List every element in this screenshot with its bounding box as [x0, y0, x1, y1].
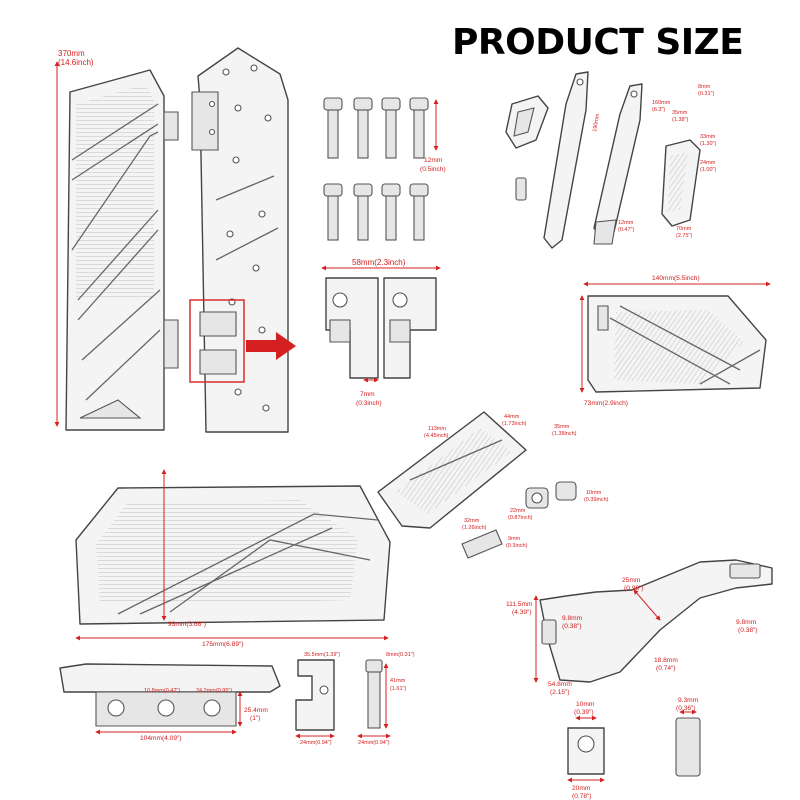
dim-33-inch-label: (1.30") — [700, 141, 716, 147]
dim-25-label: 25mm — [622, 577, 641, 584]
dim-548-label: 54.8mm — [548, 681, 572, 688]
dim-24b-label: 24mm(0.94") — [358, 740, 390, 746]
zoom-arrow-icon — [246, 332, 296, 360]
dim-7-inch-label: (0.3inch) — [356, 400, 382, 407]
dim-98a-inch-label: (0.38") — [562, 623, 582, 630]
floorboard-side-profile — [59, 663, 281, 727]
dim-1115-inch-label: (4.39") — [512, 609, 532, 616]
dim-24-label: 24mm — [700, 160, 716, 166]
dim-98b-label: 9.8mm — [736, 619, 757, 626]
bolt-set — [323, 97, 429, 241]
dim-93-label: 93mm(3.66") — [168, 621, 206, 628]
dim-73-label: 73mm(2.9inch) — [584, 400, 628, 407]
dim-9-inch-label: (0.3inch) — [506, 543, 528, 549]
dim-113-label: 113mm — [428, 426, 446, 432]
pin-bolt — [365, 659, 383, 729]
dim-188-label: 18.8mm — [654, 657, 678, 664]
dim-35-label: 35mm — [672, 110, 688, 116]
dim-98a-label: 9.8mm — [562, 615, 583, 622]
dim-10s-inch-label: (0.39inch) — [584, 497, 609, 503]
dim-8-label: 8mm — [698, 84, 711, 90]
dim-41-label: 41mm — [390, 678, 406, 684]
dim-22-label: 22mm — [510, 508, 526, 514]
dim-35b-label: 35mm — [554, 424, 570, 430]
floorboard-long-top-view — [65, 69, 179, 431]
dim-25-line — [633, 589, 661, 621]
hinge-clamp — [325, 277, 437, 379]
dim-10-label: 10mm — [576, 701, 595, 708]
dim-10s-label: 10mm — [586, 490, 602, 496]
dim-8b-label: 8mm(0.31") — [386, 652, 415, 658]
dim-190-label: 190mm — [592, 113, 601, 133]
dim-160-label: 160mm — [652, 100, 671, 106]
dim-1115-label: 111.5mm — [506, 601, 533, 608]
dim-12-label: 12mm — [424, 157, 443, 164]
dim-10-inch-label: (0.39") — [574, 709, 594, 716]
dim-160-inch-label: (6.3") — [652, 107, 665, 113]
heel-shifter-arm — [539, 559, 773, 683]
dim-41-inch-label: (1.61") — [390, 686, 406, 692]
footpeg-assembly — [377, 411, 577, 559]
dim-254-inch-label: (1") — [250, 715, 260, 722]
dim-175-label: 175mm(6.89") — [202, 641, 244, 648]
dim-70-label: 70mm — [676, 226, 692, 232]
dim-12s-inch-label: (0.47") — [618, 227, 634, 233]
dim-254-label: 25.4mm — [244, 707, 268, 714]
dim-12s-label: 12mm — [618, 220, 634, 226]
dim-35-5-label: 35.5mm(1.39") — [304, 652, 340, 658]
dim-9-label: 9mm — [508, 536, 521, 542]
dim-98b-inch-label: (0.38") — [738, 627, 758, 634]
page-title: PRODUCT SIZE — [452, 22, 744, 63]
dim-24a-label: 24mm(0.94") — [300, 740, 332, 746]
dim-35b-inch-label: (1.38inch) — [552, 431, 577, 437]
dim-188-inch-label: (0.74") — [656, 665, 676, 672]
floorboard-short — [587, 295, 767, 393]
dim-113-inch-label: (4.45inch) — [424, 433, 449, 439]
dim-32-label: 32mm — [464, 518, 480, 524]
knurled-pin — [675, 717, 701, 777]
dim-44-inch-label: (1.73inch) — [502, 421, 527, 427]
dim-140-label: 140mm(5.5inch) — [652, 275, 700, 282]
dim-70-inch-label: (2.75") — [676, 233, 692, 239]
dim-7-label: 7mm — [360, 391, 375, 398]
dim-370-inch-label: (14.6inch) — [58, 58, 94, 67]
dim-93s-label: 9.3mm — [678, 697, 699, 704]
dim-20-label: 20mm — [572, 785, 591, 792]
dim-22-inch-label: (0.87inch) — [508, 515, 533, 521]
dim-20-inch-label: (0.78") — [572, 793, 592, 800]
spacer-ring — [567, 727, 605, 775]
dim-93s-inch-label: (0.36") — [676, 705, 696, 712]
mounting-plate — [189, 47, 296, 433]
dim-8-inch-label: (0.31") — [698, 91, 714, 97]
dim-32-inch-label: (1.26inch) — [462, 525, 487, 531]
dim-44-label: 44mm — [504, 414, 520, 420]
dim-370-label: 370mm — [58, 49, 85, 58]
dim-548-inch-label: (2.15") — [550, 689, 570, 696]
dim-58-label: 58mm(2.3inch) — [352, 258, 406, 267]
shifter-kit — [505, 71, 701, 249]
clamp-bracket — [295, 659, 335, 731]
dim-242-label: 24.2mm(0.95") — [196, 688, 232, 694]
floorboard-large — [75, 485, 391, 625]
dim-33-label: 33mm — [700, 134, 716, 140]
dim-25-inch-label: (0.98") — [624, 585, 644, 592]
dim-108-label: 10.8mm(0.42") — [144, 688, 180, 694]
dim-35-inch-label: (1.38") — [672, 117, 688, 123]
dim-12-inch-label: (0.5inch) — [420, 166, 446, 173]
dim-24-inch-label: (1.00") — [700, 167, 716, 173]
dim-104-label: 104mm(4.09") — [140, 735, 182, 742]
